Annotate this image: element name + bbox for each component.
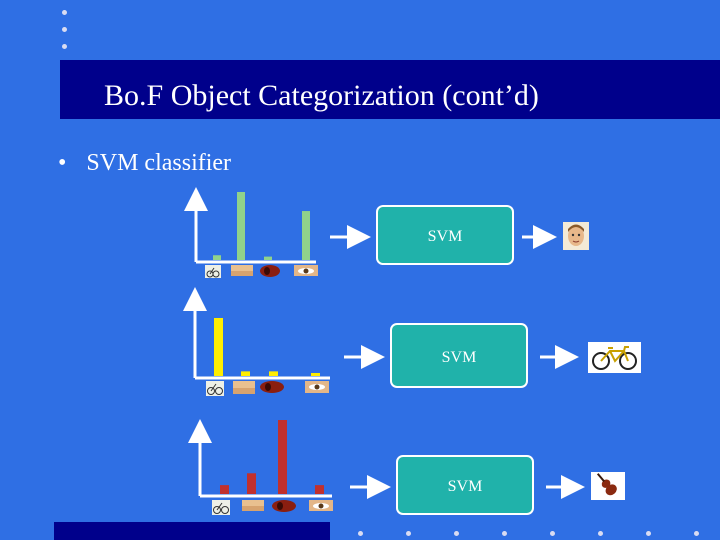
bicycle-icon [588,342,641,373]
violin-icon [591,472,625,500]
svm-box-3: SVM [396,455,534,515]
decor-dot [550,531,555,536]
bullet-text: SVM classifier [86,150,232,176]
violin-patch-icon [260,381,284,393]
codebook-row-1 [205,265,318,278]
histogram-bar [278,420,287,494]
codebook-row-2 [206,381,329,396]
histogram-bar [214,318,223,376]
histogram-bar [237,192,245,260]
violin-patch-icon [272,500,296,512]
violin-patch-icon [260,265,280,277]
histogram-bar [220,485,229,494]
title-band [60,60,720,119]
bicycle-patch-icon [206,381,224,396]
histogram-bar [213,255,221,260]
decor-dot [406,531,411,536]
codebook-row-3 [212,500,333,515]
bullet-marker: • [58,150,67,176]
skin-patch-icon [242,500,264,511]
histogram-bars [213,192,310,260]
eye-patch-icon [309,500,333,511]
decor-dot [358,531,363,536]
decor-dot [62,27,67,32]
decor-dot [454,531,459,536]
skin-patch-icon [231,265,253,276]
face-icon [563,222,589,250]
bicycle-patch-icon [205,265,221,278]
histogram-bars [214,318,320,376]
decor-dot [646,531,651,536]
svm-label: SVM [441,349,477,366]
slide-title: Bo.F Object Categorization (cont’d) [104,79,539,112]
bicycle-patch-icon [212,500,230,515]
histogram-bar [241,371,250,376]
svm-box-1: SVM [376,205,514,265]
histogram-bar [264,256,272,260]
histogram-2 [183,287,330,380]
bottom-band [54,522,330,540]
skin-patch-icon [233,381,255,394]
histogram-bar [311,373,320,376]
histogram-bar [302,211,310,260]
svm-label: SVM [427,228,463,245]
eye-patch-icon [305,381,329,393]
bullet-item: • SVM classifier [58,150,231,177]
svm-box-2: SVM [390,323,528,388]
histogram-3 [188,419,332,498]
histogram-bar [247,473,256,494]
histogram-bars [220,420,324,494]
svm-label: SVM [447,478,483,495]
decor-dot [694,531,699,536]
decor-dot [598,531,603,536]
histogram-bar [269,371,278,376]
decor-dot [62,44,67,49]
eye-patch-icon [294,265,318,276]
histogram-1 [184,187,316,264]
decor-dot [502,531,507,536]
decor-dot [62,10,67,15]
histogram-bar [315,485,324,494]
